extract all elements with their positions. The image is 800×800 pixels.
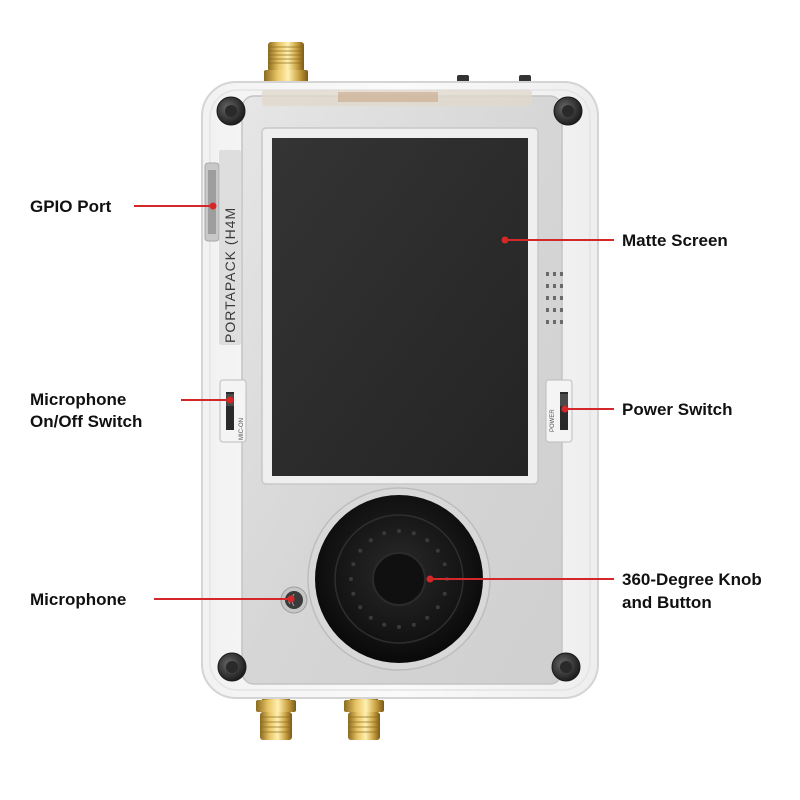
knob-detent-dot [442,591,447,596]
knob-center-button [372,552,426,606]
knob-detent-dot [358,605,363,610]
top-pcb-component [338,92,438,102]
corner-screws [216,96,583,682]
knob-detent-dot [435,605,440,610]
microphone-switch-label-line1: Microphone [30,390,126,409]
led-indicators [546,272,563,324]
gpio-port-leader [134,202,217,210]
side-engraving: PORTAPACK (H4M [222,207,238,343]
knob-detent-dot [397,529,401,533]
gpio-port [204,162,220,242]
knob-detent-dot [397,625,401,629]
engraving-strip [219,150,241,345]
knob-detent-dot [368,538,373,543]
knob-leader [426,575,614,583]
power-switch: POWER [545,379,573,443]
knob-detent-dot [425,615,430,620]
microphone-switch: MIC-ON [219,379,247,443]
knob-detent-dot [411,531,416,536]
gpio-port-label: GPIO Port [30,197,112,216]
microphone-switch-leader [181,396,234,404]
knob-detent-dot [435,548,440,553]
knob-detent-dot [358,548,363,553]
power-switch-leader [561,405,614,413]
knob-label-line1: 360-Degree Knob [622,570,762,589]
knob-detent-dots [349,529,449,629]
knob-detent-dot [382,531,387,536]
knob-detent-dot [351,591,356,596]
knob-detent-dot [425,538,430,543]
power-switch-label: POWER [550,409,556,432]
knob-label-line2: and Button [622,593,712,612]
microphone-label: Microphone [30,590,126,609]
microphone-switch-label-line2: On/Off Switch [30,412,142,431]
knob-detent-dot [442,562,447,567]
power-switch-callout: Power Switch [622,400,733,419]
matte-screen [272,138,528,476]
microphone-leader [154,595,295,603]
knob-detent-dot [351,562,356,567]
mic-switch-label: MIC-ON [239,418,245,440]
knob-detent-dot [349,577,353,581]
matte-screen-leader [501,236,614,244]
knob-detent-dot [382,622,387,627]
rotary-knob [307,487,491,671]
knob-detent-dot [368,615,373,620]
knob-detent-dot [411,622,416,627]
matte-screen-label: Matte Screen [622,231,728,250]
